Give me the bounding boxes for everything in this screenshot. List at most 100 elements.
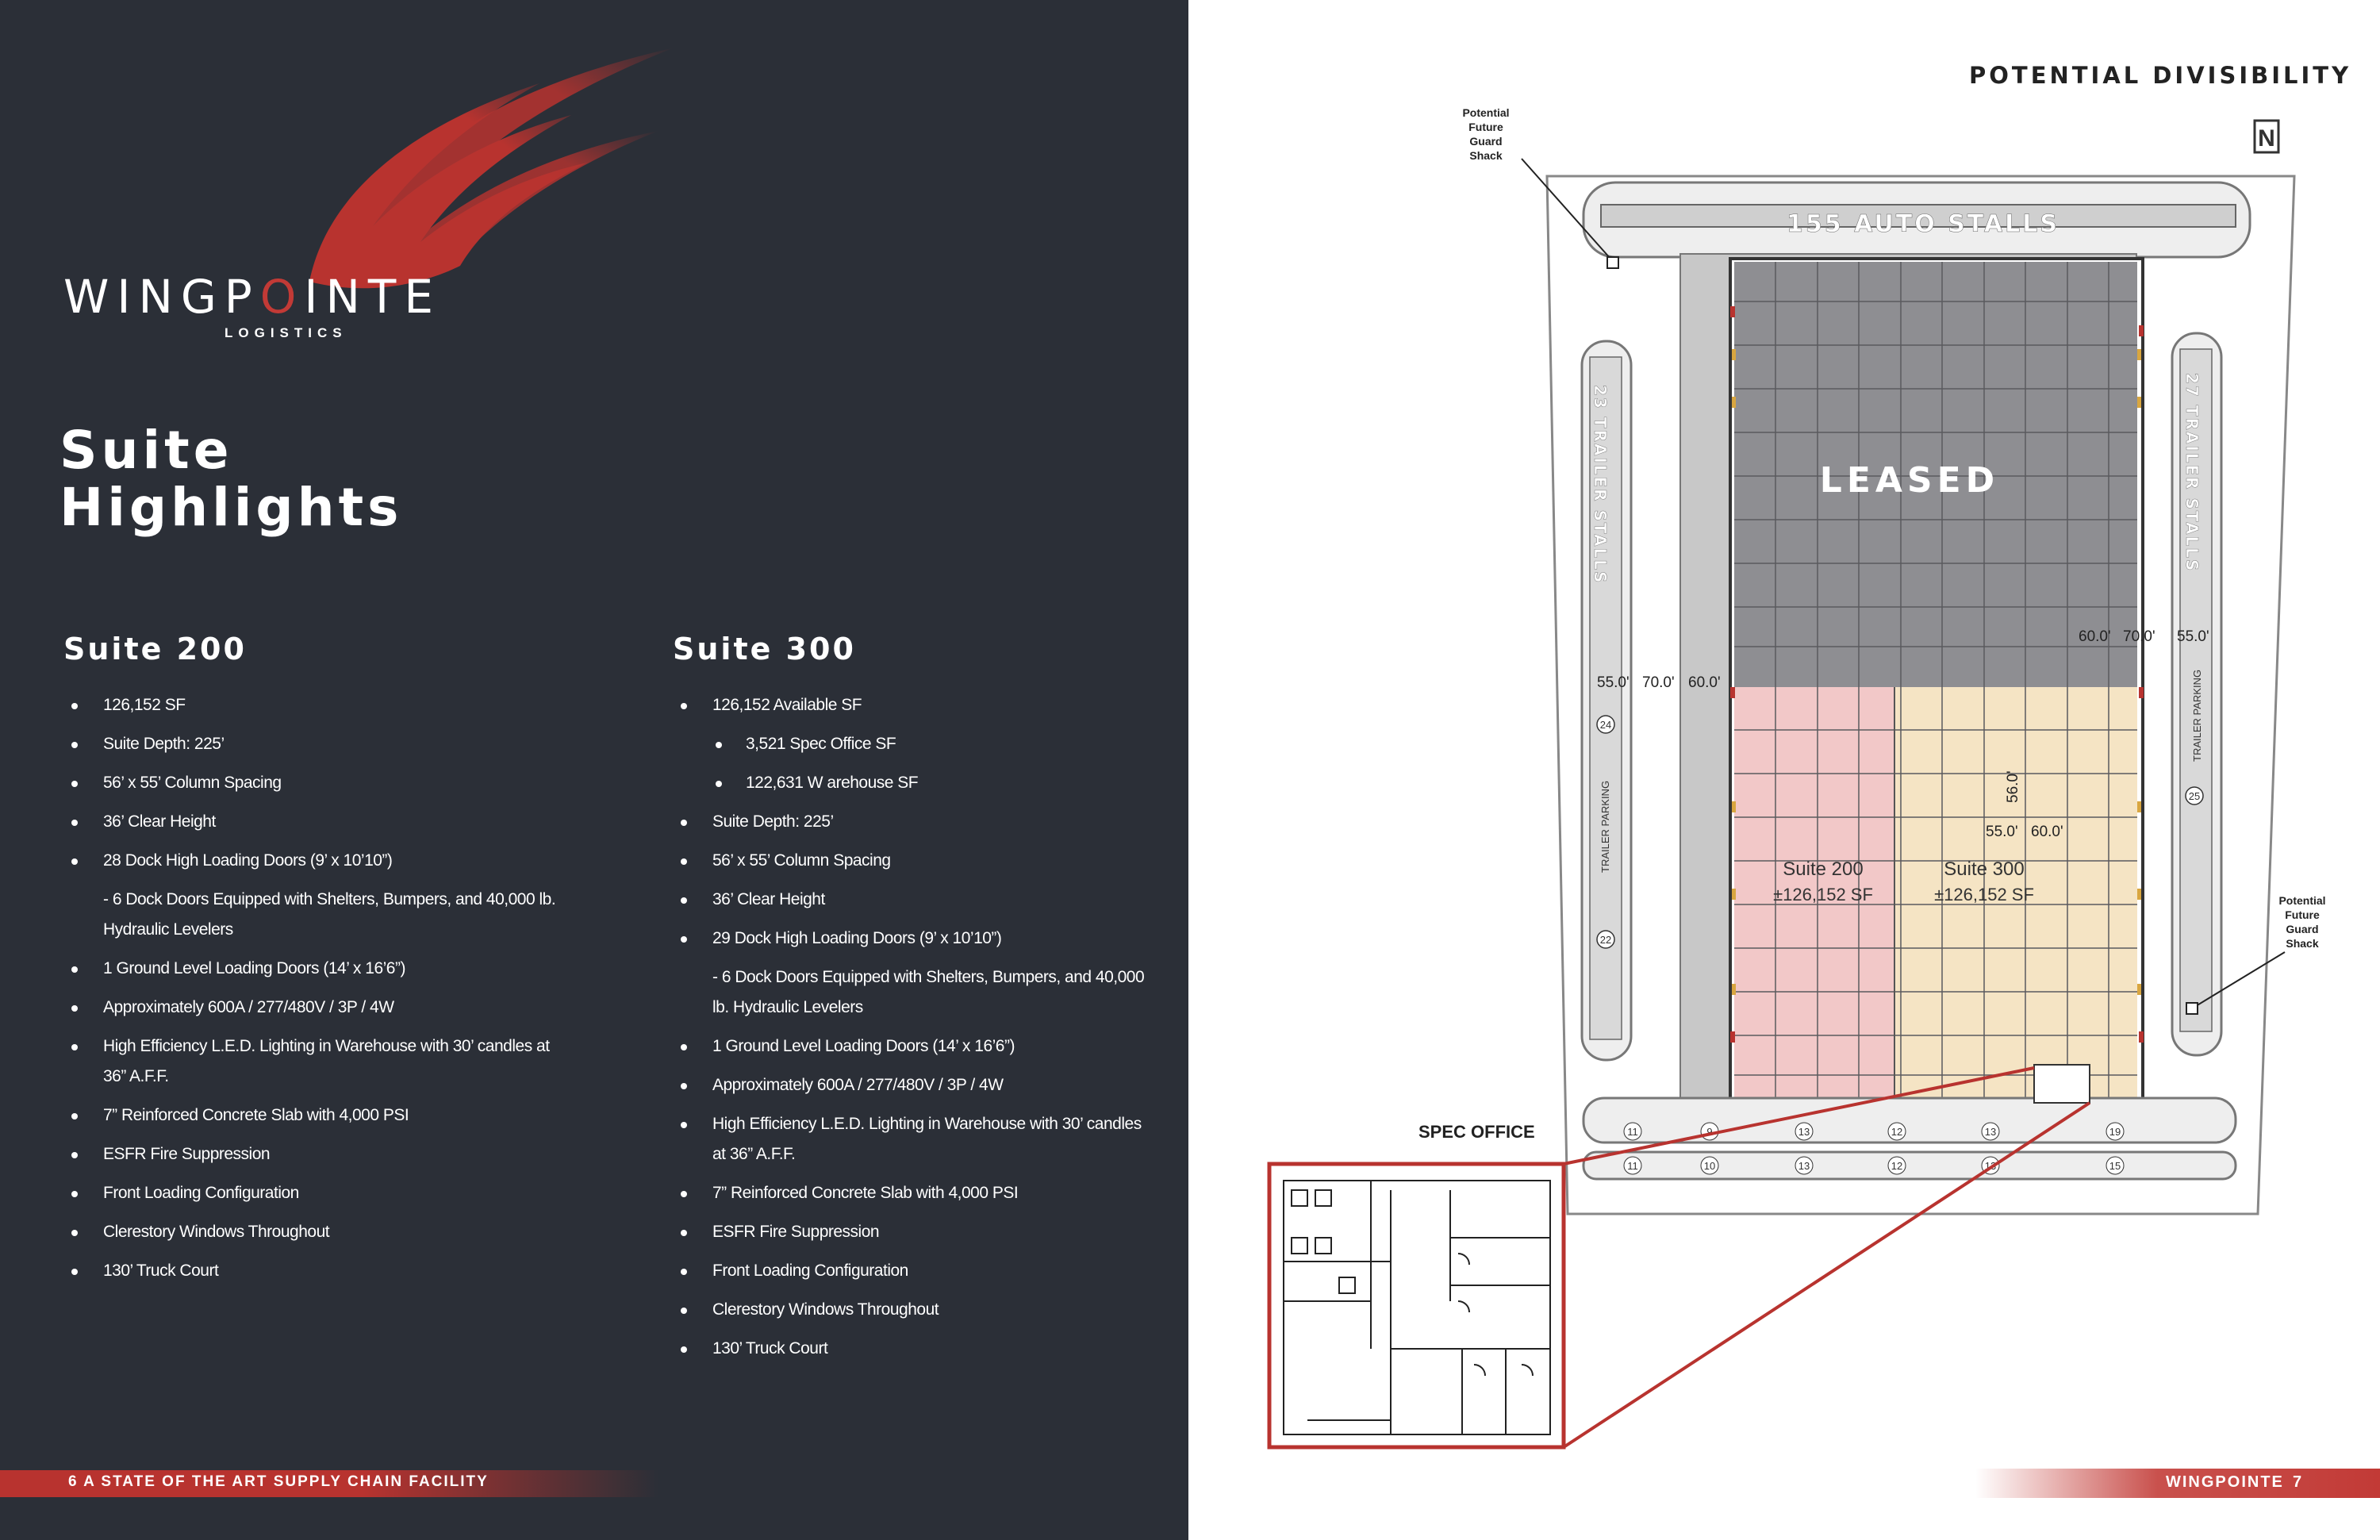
stall-number: 25	[2189, 790, 2200, 802]
stall-number: 11	[1627, 1160, 1638, 1172]
suite300-feature-item: 7” Reinforced Concrete Slab with 4,000 P…	[673, 1178, 1149, 1208]
dim-left-3: 60.0'	[1688, 674, 1721, 691]
left-trailer-label: 23 TRAILER STALLS	[1591, 385, 1610, 584]
suite300-feature-item: Approximately 600A / 277/480V / 3P / 4W	[673, 1070, 1149, 1100]
page-number: 7	[2293, 1473, 2302, 1491]
dim-col-height: 56.0'	[2005, 770, 2021, 803]
suite200-feature-item: 28 Dock High Loading Doors (9’ x 10’10”)	[63, 846, 571, 876]
north-arrow-icon	[2253, 119, 2280, 154]
suite200-feature-item: Clerestory Windows Throughout	[63, 1217, 571, 1247]
wing-logo-icon	[309, 48, 674, 289]
spec-office-floorplan	[1283, 1180, 1551, 1435]
stall-number: 22	[1600, 934, 1611, 946]
guard-right-line: Potential	[2278, 894, 2325, 907]
suite-300-plan-sf: ±126,152 SF	[1934, 885, 2034, 904]
page-title: Suite Highlights	[60, 420, 403, 538]
stall-number: 10	[1704, 1160, 1715, 1172]
stall-number: 13	[1798, 1160, 1810, 1172]
suite-300-heading: Suite 300	[673, 632, 856, 666]
stall-number: 24	[1600, 719, 1611, 731]
suite200-feature-item: Suite Depth: 225’	[63, 729, 571, 759]
guard-right-line: Guard	[2286, 923, 2318, 935]
suite300-feature-item: High Efficiency L.E.D. Lighting in Wareh…	[673, 1109, 1149, 1169]
spec-office-location	[2033, 1064, 2090, 1104]
dim-right-3: 55.0'	[2177, 628, 2209, 645]
suite300-feature-item: 1 Ground Level Loading Doors (14’ x 16’6…	[673, 1031, 1149, 1062]
dock-door-markers	[1732, 349, 2141, 995]
stall-number: 13	[1985, 1126, 1996, 1138]
right-trailer-parking-label: TRAILER PARKING	[2191, 670, 2203, 762]
dim-col-width: 55.0'	[1986, 824, 2018, 840]
footer-bar-right	[1975, 1469, 2380, 1498]
suite200-feature-item: 36’ Clear Height	[63, 807, 571, 837]
suite-200-heading: Suite 200	[63, 632, 247, 666]
suite200-feature-item: 126,152 SF	[63, 690, 571, 720]
stall-number: 12	[1891, 1160, 1902, 1172]
auto-stalls-label: 155 AUTO STALLS	[1787, 210, 2059, 238]
right-trailer-label: 27 TRAILER STALLS	[2182, 373, 2202, 572]
suite300-feature-item: 122,631 W arehouse SF	[673, 768, 1149, 798]
spec-office-label: SPEC OFFICE	[1418, 1122, 1535, 1142]
dim-left-1: 55.0'	[1597, 674, 1630, 691]
site-boundary	[1545, 175, 2296, 1215]
suite300-feature-item: Suite Depth: 225’	[673, 807, 1149, 837]
north-arrow-label: N	[2258, 125, 2275, 152]
stall-number: 13	[1798, 1126, 1810, 1138]
suite-200-column: Suite 200 126,152 SF Suite Depth: 225’ 56’…	[63, 632, 571, 1295]
left-page: WINGPOINTE LOGISTICS Suite Highlights Su…	[0, 0, 1188, 1540]
suite200-feature-item: 56’ x 55’ Column Spacing	[63, 768, 571, 798]
suite200-feature-item: High Efficiency L.E.D. Lighting in Wareh…	[63, 1031, 571, 1092]
suite300-feature-item: Front Loading Configuration	[673, 1256, 1149, 1286]
right-page: POTENTIAL DIVISIBILITY N 155 AUTO STALLS	[1188, 0, 2380, 1540]
stall-number: 9	[1706, 1126, 1712, 1138]
suite200-feature-item: 1 Ground Level Loading Doors (14’ x 16’6…	[63, 954, 571, 984]
leased-area	[1734, 262, 2137, 687]
suite200-feature-item: ESFR Fire Suppression	[63, 1139, 571, 1169]
stall-number: 12	[1891, 1126, 1902, 1138]
suite-200-plan-name: Suite 200	[1783, 858, 1863, 880]
suite200-feature-item: Front Loading Configuration	[63, 1178, 571, 1208]
stall-number: 19	[2109, 1126, 2121, 1138]
suite200-feature-item: 130’ Truck Court	[63, 1256, 571, 1286]
footer-right-text: WINGPOINTE	[2166, 1473, 2284, 1491]
footer-bar-left	[0, 1470, 658, 1497]
guard-top-line: Potential	[1462, 106, 1509, 119]
suite300-feature-item: 56’ x 55’ Column Spacing	[673, 846, 1149, 876]
suite-200-area	[1734, 687, 1894, 1111]
corner-markers	[1730, 306, 2144, 1043]
bottom-parking-row-1	[1582, 1096, 2237, 1144]
guard-shack-top	[1606, 256, 1619, 269]
stall-number: 15	[2109, 1160, 2121, 1172]
guard-top-line: Guard	[1469, 135, 1502, 148]
callout-line-top	[1563, 1066, 2035, 1166]
suite-300-plan-name: Suite 300	[1944, 858, 2024, 880]
guard-top-line: Future	[1468, 121, 1503, 133]
suite300-feature-item: 126,152 Available SF	[673, 690, 1149, 720]
dim-right-2: 70.0'	[2123, 628, 2155, 645]
stall-number: 11	[1627, 1126, 1638, 1138]
guard-shack-right	[2186, 1002, 2198, 1015]
suite300-feature-item: 29 Dock High Loading Doors (9’ x 10’10”)	[673, 924, 1149, 954]
dim-col-width-2: 60.0'	[2031, 824, 2063, 840]
column-grid	[1734, 262, 2137, 1111]
guard-right-line: Future	[2285, 908, 2320, 921]
suite300-feature-item: Clerestory Windows Throughout	[673, 1295, 1149, 1325]
suite-200-plan-sf: ±126,152 SF	[1773, 885, 1873, 904]
guard-right-leader	[2195, 951, 2286, 1007]
guard-top-line: Shack	[1469, 149, 1502, 162]
top-parking-stalls	[1600, 204, 2236, 228]
suite300-feature-item: 36’ Clear Height	[673, 885, 1149, 915]
suite200-feature-item: 7” Reinforced Concrete Slab with 4,000 P…	[63, 1100, 571, 1131]
footer-left-text: 6 A STATE OF THE ART SUPPLY CHAIN FACILI…	[68, 1473, 489, 1490]
dim-left-2: 70.0'	[1642, 674, 1675, 691]
suite300-feature-item: ESFR Fire Suppression	[673, 1217, 1149, 1247]
leased-label: LEASED	[1820, 460, 1999, 501]
guard-top-leader	[1521, 158, 1611, 259]
brand-wordmark: WINGPOINTE	[63, 270, 441, 324]
brand-subtitle: LOGISTICS	[225, 325, 347, 340]
suite300-feature-item: 130’ Truck Court	[673, 1334, 1149, 1364]
plan-heading: POTENTIAL DIVISIBILITY	[1969, 62, 2352, 89]
bottom-parking-row-2	[1582, 1150, 2237, 1181]
